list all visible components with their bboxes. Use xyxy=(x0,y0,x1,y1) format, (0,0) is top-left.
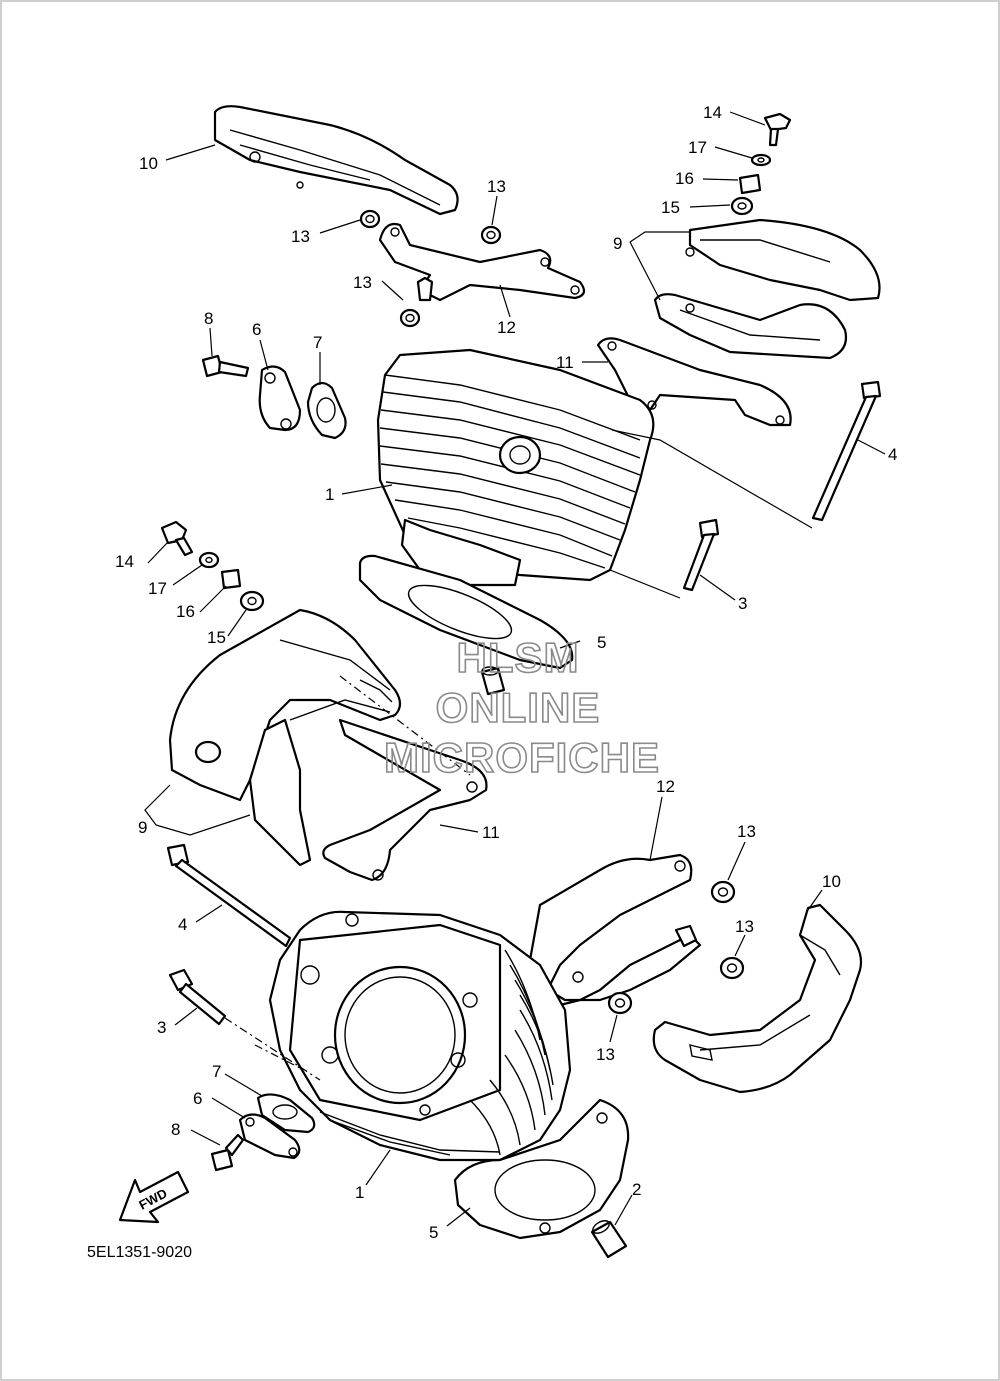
callout: 6 xyxy=(252,320,261,339)
callout: 16 xyxy=(675,169,694,188)
grommet-upper-right xyxy=(480,225,502,245)
callout: 4 xyxy=(178,915,187,934)
callout: 6 xyxy=(193,1089,202,1108)
callout: 10 xyxy=(139,154,158,173)
callout: 13 xyxy=(596,1045,615,1064)
callout: 7 xyxy=(212,1062,221,1081)
callout: 14 xyxy=(703,103,722,122)
bolt-front xyxy=(168,968,227,1026)
base-gasket-front xyxy=(453,1098,630,1240)
watermark-line: HLSM xyxy=(457,634,580,681)
callout: 13 xyxy=(737,822,756,841)
side-cover-rear xyxy=(653,218,881,360)
forward-arrow-icon: FWD xyxy=(118,1170,190,1224)
callout: 15 xyxy=(207,628,226,647)
grommet-front-b xyxy=(719,956,745,980)
watermark-line: MICROFICHE xyxy=(384,734,660,781)
leader-lines xyxy=(144,111,886,1227)
grommet-upper-lower xyxy=(399,308,421,328)
callout: 11 xyxy=(556,353,574,372)
callout: 11 xyxy=(482,823,500,842)
gasket-rear-top xyxy=(596,337,792,427)
callout: 13 xyxy=(353,273,372,292)
clamp-lower-left xyxy=(238,1113,301,1160)
cylinder-cover-rear xyxy=(213,105,459,216)
callout: 9 xyxy=(613,234,622,253)
side-cover-front xyxy=(168,608,402,867)
callout: 12 xyxy=(656,777,675,796)
callout: 5 xyxy=(429,1223,438,1242)
callout: 5 xyxy=(597,633,606,652)
callout: 12 xyxy=(497,318,516,337)
screw-stack-front xyxy=(160,520,265,612)
bracket-front xyxy=(528,853,702,1007)
callout: 3 xyxy=(738,594,747,613)
cylinder-front xyxy=(268,910,572,1162)
callout: 10 xyxy=(822,872,841,891)
screw-stack-rear xyxy=(730,112,792,216)
grommet-front-a xyxy=(710,880,736,904)
dowel-rear xyxy=(480,666,506,696)
callouts: 10 13 13 13 12 14 17 16 15 9 11 8 6 7 1 … xyxy=(115,103,897,1242)
base-gasket-rear xyxy=(358,554,574,670)
watermark: HLSM ONLINE MICROFICHE xyxy=(383,633,660,782)
callout: 15 xyxy=(661,198,680,217)
grommet-upper-left xyxy=(359,209,381,229)
callout: 8 xyxy=(171,1120,180,1139)
callout: 16 xyxy=(176,602,195,621)
part-code: 5EL1351-9020 xyxy=(87,1244,192,1261)
dowel-front xyxy=(590,1220,628,1259)
callout: 3 xyxy=(157,1018,166,1037)
callout: 1 xyxy=(355,1183,364,1202)
gasket-upper-left xyxy=(306,381,347,440)
bolt-upper-left xyxy=(201,354,250,378)
callout: 1 xyxy=(325,485,334,504)
callout: 14 xyxy=(115,552,134,571)
callout: 17 xyxy=(688,138,707,157)
callout: 4 xyxy=(888,445,897,464)
stud-rear xyxy=(811,380,882,522)
cylinder-cover-front xyxy=(652,903,863,1094)
assembly-lines xyxy=(224,675,471,1081)
callout: 9 xyxy=(138,818,147,837)
bolt-lower-left xyxy=(210,1133,245,1172)
callout: 13 xyxy=(487,177,506,196)
callout: 8 xyxy=(204,309,213,328)
callout: 13 xyxy=(291,227,310,246)
bracket-rear xyxy=(378,222,586,302)
bolt-rear xyxy=(682,518,720,592)
callout: 2 xyxy=(632,1180,641,1199)
callout: 17 xyxy=(148,579,167,598)
clamp-upper-left xyxy=(258,365,302,432)
grommet-front-c xyxy=(607,991,633,1015)
callout: 13 xyxy=(735,917,754,936)
watermark-line: ONLINE xyxy=(436,684,601,731)
stud-front xyxy=(166,843,292,948)
gasket-lower-left xyxy=(256,1093,316,1134)
callout: 7 xyxy=(313,333,322,352)
gasket-front-top xyxy=(322,718,488,882)
cylinder-rear xyxy=(376,348,655,587)
